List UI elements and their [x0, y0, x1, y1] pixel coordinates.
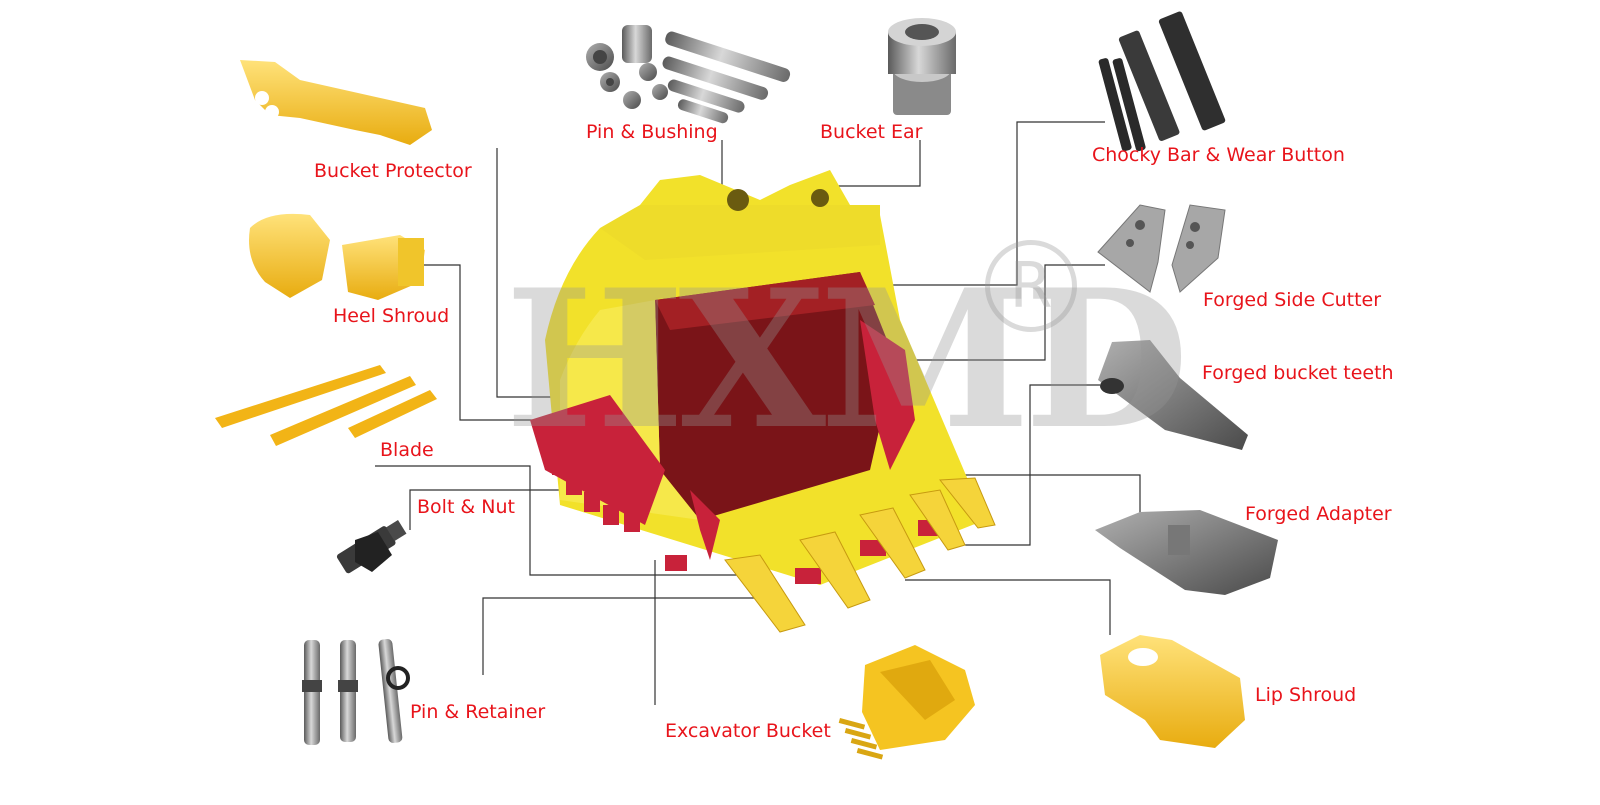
leader-heel-shroud — [418, 264, 540, 421]
watermark-text: HXMD — [505, 248, 1189, 471]
label-lip-shroud: Lip Shroud — [1255, 684, 1357, 706]
forged-teeth-image — [1098, 340, 1248, 450]
pin-retainer-image — [302, 639, 410, 745]
bolt-nut-image — [336, 520, 407, 574]
label-chocky-bar: Chocky Bar & Wear Button — [1092, 144, 1345, 166]
forged-adapter-image — [1095, 510, 1278, 595]
label-pin-bushing: Pin & Bushing — [586, 121, 718, 143]
pin-bushing-image — [586, 25, 791, 124]
chocky-bar-image — [1098, 11, 1226, 152]
bucket-protector-image — [240, 60, 432, 145]
label-bucket-ear: Bucket Ear — [820, 121, 923, 143]
leader-blade — [375, 465, 740, 576]
excavator-bucket-main — [530, 170, 996, 633]
registered-mark: R — [985, 240, 1077, 332]
label-heel-shroud: Heel Shroud — [333, 305, 450, 327]
label-bucket-protector: Bucket Protector — [314, 160, 472, 182]
label-forged-adapter: Forged Adapter — [1245, 503, 1392, 525]
leader-lip-shroud — [905, 579, 1111, 635]
leader-bucket-ear — [826, 140, 921, 187]
label-bolt-nut: Bolt & Nut — [417, 496, 515, 518]
label-pin-retainer: Pin & Retainer — [410, 701, 546, 723]
leader-forged-adapter — [930, 474, 1141, 520]
label-forged-bucket-teeth: Forged bucket teeth — [1202, 362, 1394, 384]
leader-chocky-bar — [870, 121, 1105, 286]
label-blade: Blade — [380, 439, 434, 461]
forged-side-cutter-image — [1097, 204, 1226, 293]
heel-shroud-image — [249, 213, 425, 300]
small-bucket-image — [838, 645, 975, 760]
blade-image — [215, 365, 437, 446]
label-excavator-bucket: Excavator Bucket — [665, 720, 831, 742]
leader-pin-retainer — [482, 597, 760, 675]
label-forged-side-cutter: Forged Side Cutter — [1203, 289, 1382, 311]
leader-forged-bucket-teeth — [965, 384, 1100, 546]
lip-shroud-image — [1100, 635, 1245, 748]
bucket-ear-image — [888, 18, 956, 115]
